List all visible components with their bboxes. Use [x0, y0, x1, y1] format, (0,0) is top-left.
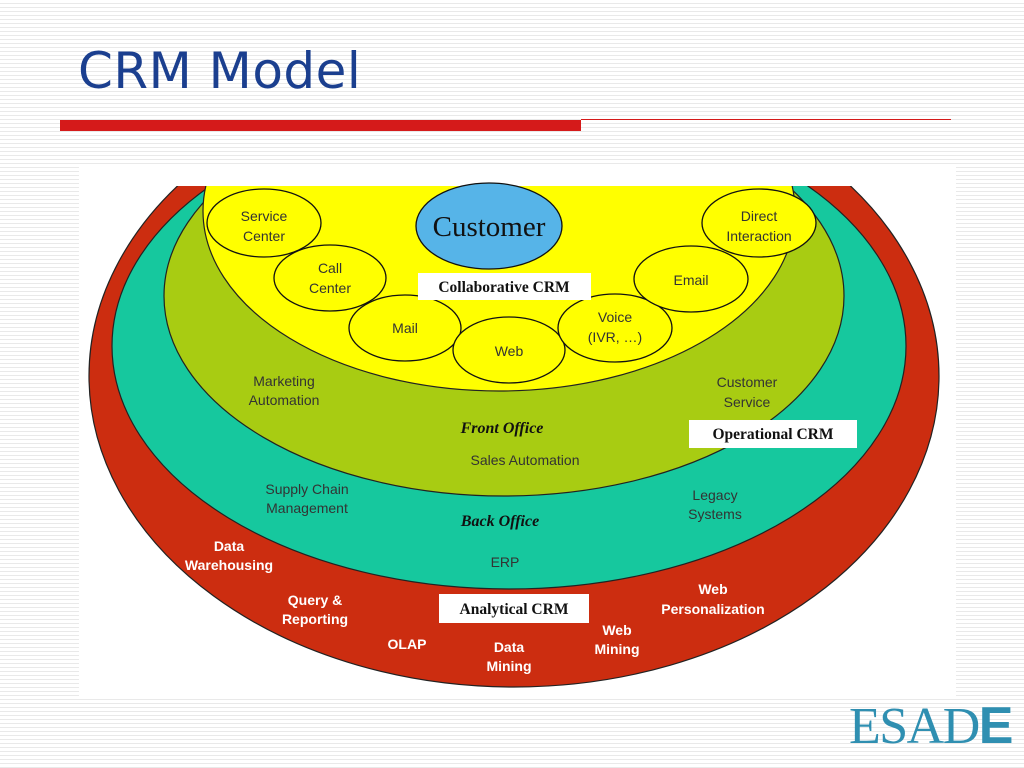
bubble-web: Web	[452, 316, 566, 384]
svg-text:Service: Service	[724, 394, 771, 410]
svg-text:Collaborative CRM: Collaborative CRM	[438, 279, 570, 296]
bubble-call-center: Call Center	[273, 244, 387, 312]
svg-text:Personalization: Personalization	[661, 601, 764, 617]
bubble-mail: Mail	[348, 294, 462, 362]
web-mining-label: Web Mining	[594, 622, 639, 657]
svg-text:Legacy: Legacy	[692, 487, 737, 503]
svg-text:Center: Center	[309, 280, 351, 296]
svg-text:Service: Service	[241, 208, 288, 224]
esade-logo: ESADE	[849, 697, 1014, 755]
crm-model-diagram: Customer Service Center Call Center Mail…	[88, 182, 940, 688]
svg-text:Direct: Direct	[741, 208, 778, 224]
marketing-automation-label: Marketing Automation	[249, 373, 320, 408]
svg-text:Mining: Mining	[486, 658, 531, 674]
svg-text:Operational CRM: Operational CRM	[713, 426, 834, 443]
svg-text:Data: Data	[494, 639, 525, 655]
olap-label: OLAP	[388, 636, 427, 652]
bubble-voice: Voice (IVR, …)	[557, 293, 673, 363]
customer-ellipse	[415, 182, 563, 270]
svg-text:Marketing: Marketing	[253, 373, 314, 389]
svg-text:Web: Web	[602, 622, 631, 638]
logo-last-letter: E	[978, 697, 1014, 755]
svg-text:Warehousing: Warehousing	[185, 557, 273, 573]
logo-main-text: ESAD	[849, 698, 980, 755]
customer-label: Customer	[433, 211, 546, 243]
analytical-crm-box: Analytical CRM	[439, 594, 589, 623]
svg-text:Management: Management	[266, 500, 348, 516]
title-underline-thick	[60, 120, 581, 131]
svg-text:Web: Web	[698, 581, 727, 597]
svg-text:Interaction: Interaction	[726, 228, 791, 244]
svg-text:Center: Center	[243, 228, 285, 244]
svg-text:Systems: Systems	[688, 506, 742, 522]
svg-text:Web: Web	[495, 343, 524, 359]
legacy-systems-label: Legacy Systems	[688, 487, 742, 522]
svg-text:Voice: Voice	[598, 309, 632, 325]
svg-text:Email: Email	[673, 272, 708, 288]
svg-text:Automation: Automation	[249, 392, 320, 408]
operational-crm-box: Operational CRM	[689, 420, 857, 448]
bubble-service-center: Service Center	[206, 188, 322, 258]
svg-text:Data: Data	[214, 538, 245, 554]
bubble-direct-interaction: Direct Interaction	[701, 188, 817, 258]
svg-text:Query &: Query &	[288, 592, 342, 608]
svg-text:Analytical CRM: Analytical CRM	[460, 601, 569, 618]
collaborative-crm-box: Collaborative CRM	[418, 273, 591, 300]
sales-automation-label: Sales Automation	[471, 452, 580, 468]
slide-title: CRM Model	[78, 42, 362, 100]
svg-text:Reporting: Reporting	[282, 611, 348, 627]
customer-service-label: Customer Service	[717, 374, 778, 410]
front-office-label: Front Office	[460, 420, 544, 437]
svg-text:(IVR, …): (IVR, …)	[588, 329, 642, 345]
svg-text:Mining: Mining	[594, 641, 639, 657]
svg-text:Mail: Mail	[392, 320, 418, 336]
supply-chain-label: Supply Chain Management	[265, 481, 348, 516]
svg-text:Call: Call	[318, 260, 342, 276]
web-personalization-label: Web Personalization	[661, 581, 764, 617]
bubble-email: Email	[633, 245, 749, 313]
data-warehousing-label: Data Warehousing	[185, 538, 273, 573]
diagram-panel: Customer Service Center Call Center Mail…	[79, 166, 956, 699]
back-office-label: Back Office	[460, 513, 539, 530]
title-underline-thin	[581, 119, 951, 120]
data-mining-label: Data Mining	[486, 639, 531, 674]
query-reporting-label: Query & Reporting	[282, 592, 348, 627]
svg-text:Supply Chain: Supply Chain	[265, 481, 348, 497]
erp-label: ERP	[491, 554, 520, 570]
svg-text:Customer: Customer	[717, 374, 778, 390]
